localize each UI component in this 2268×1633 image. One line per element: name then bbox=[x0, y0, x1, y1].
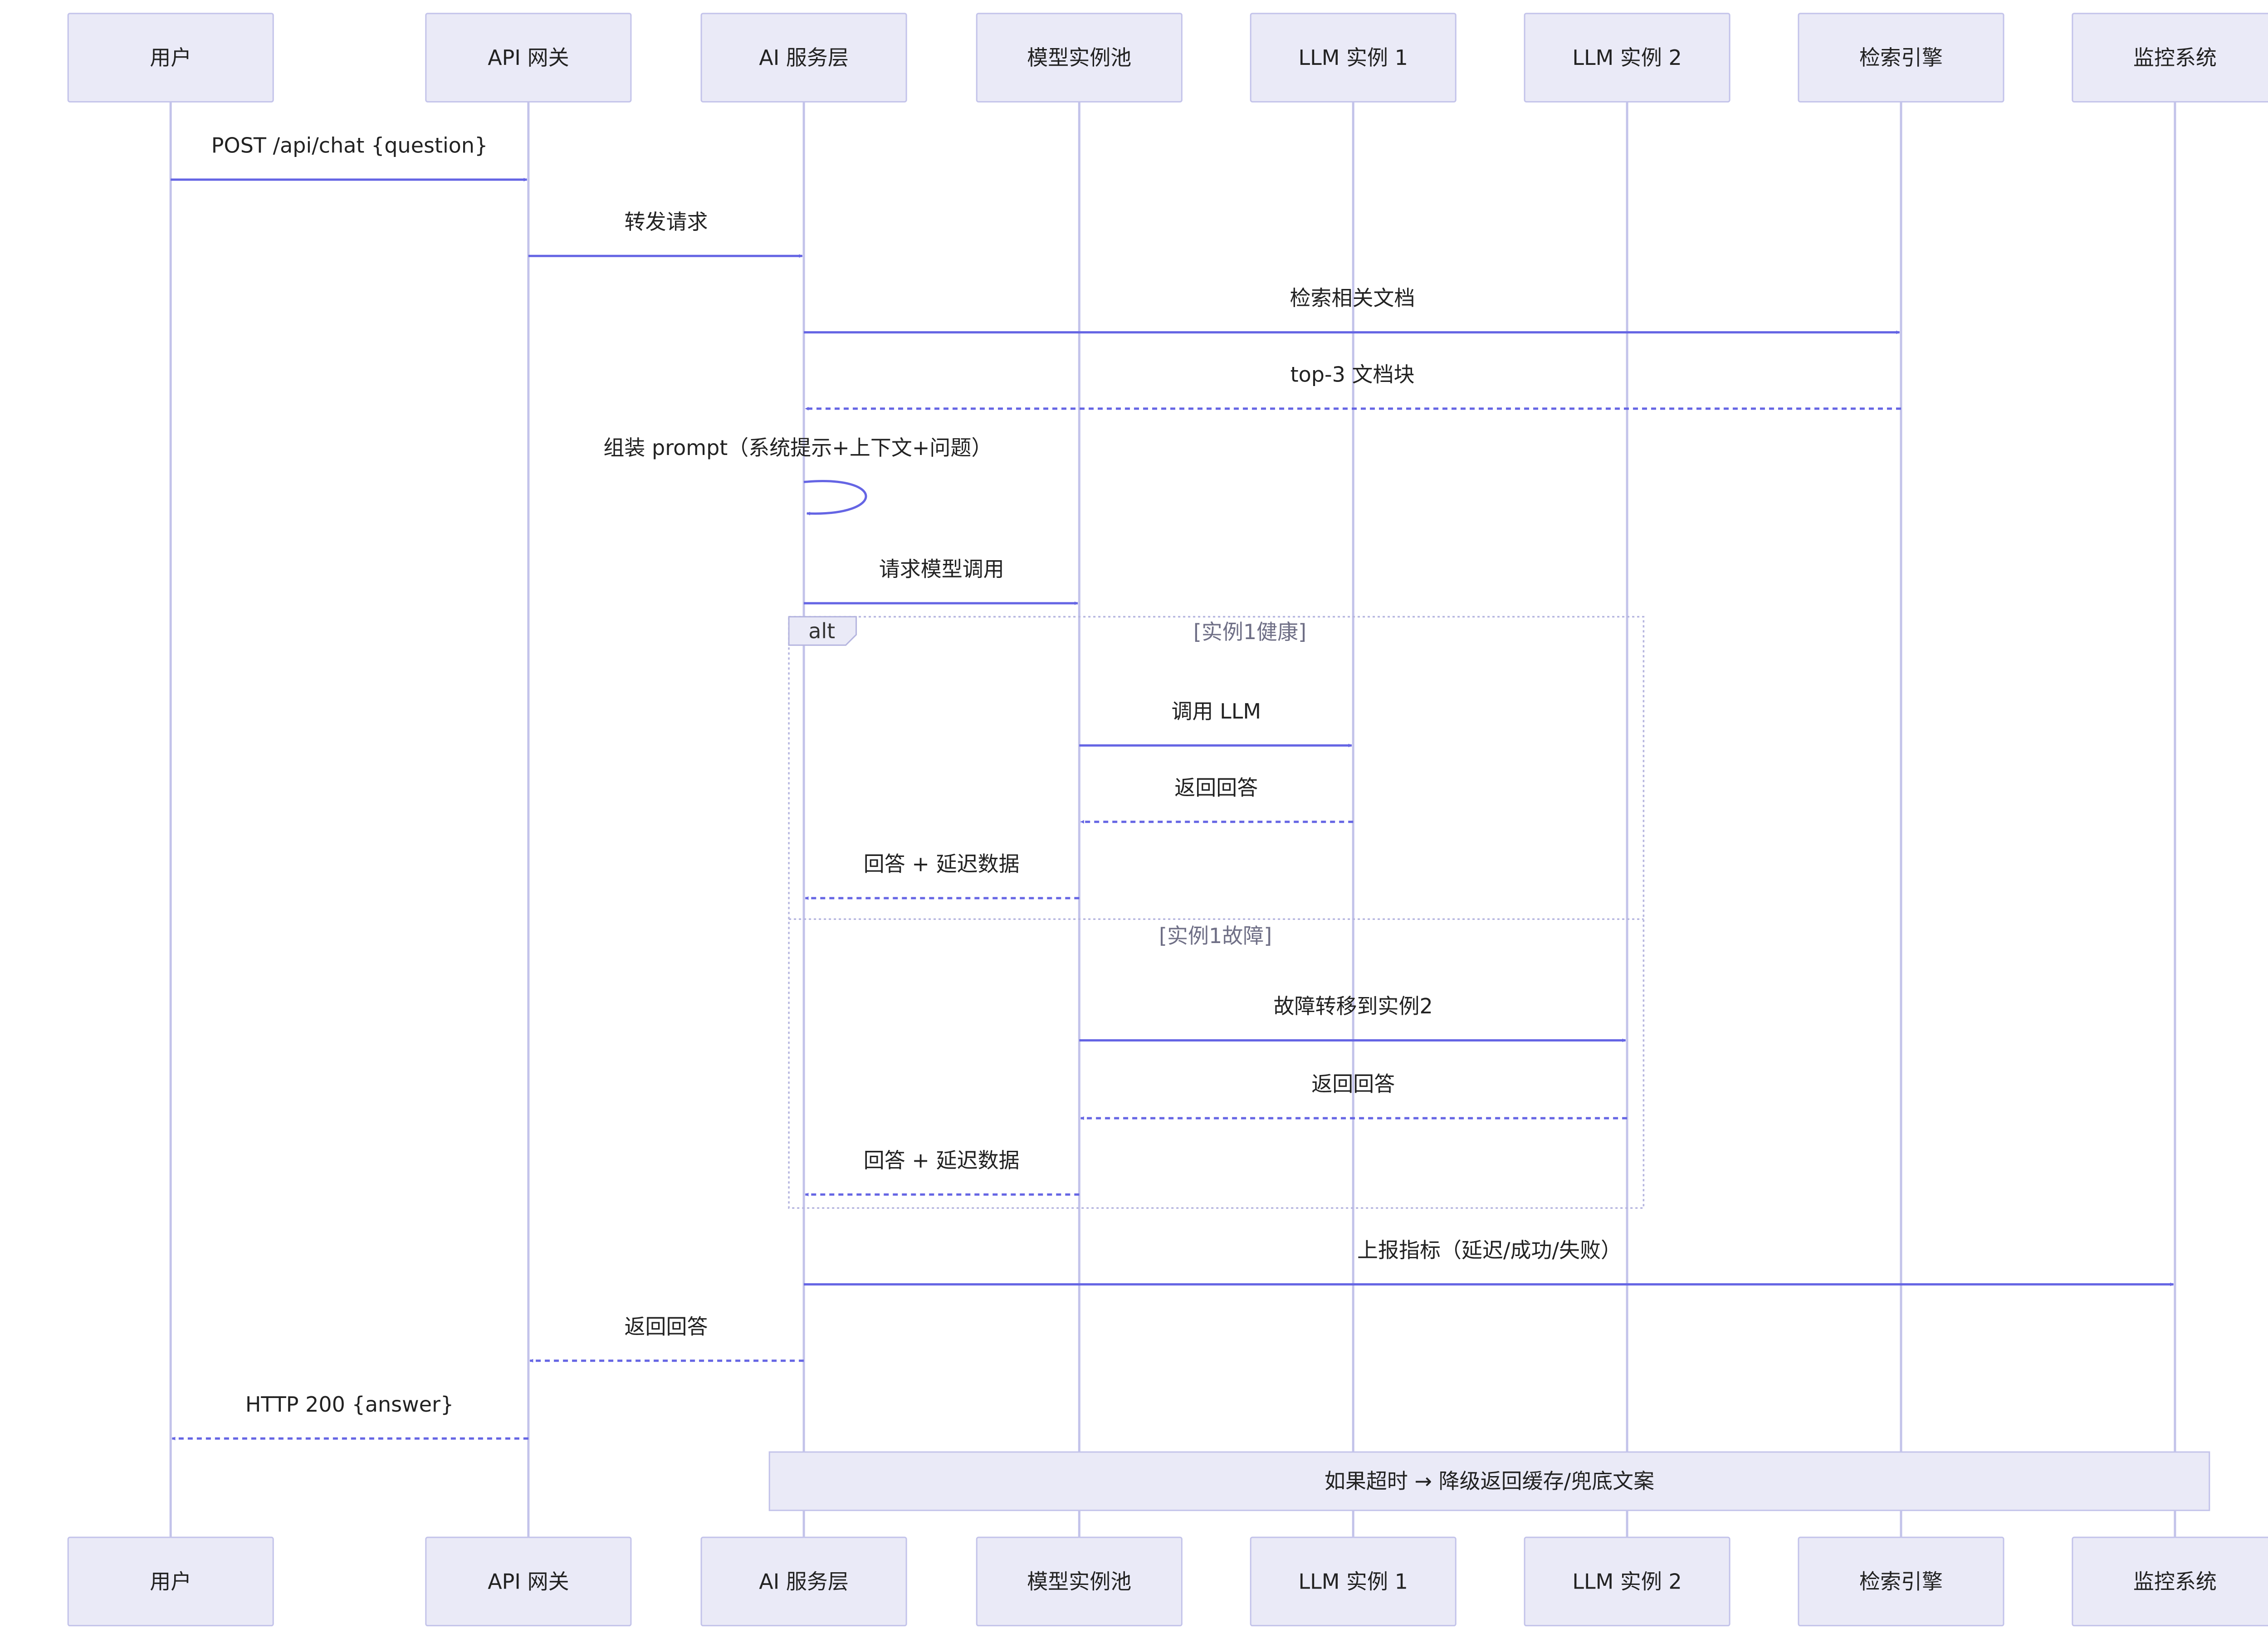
actor-user-bottom: 用户 bbox=[67, 1536, 274, 1627]
actor-box bbox=[1524, 13, 1730, 103]
message-12: 上报指标（延迟/成功/失败） bbox=[804, 1238, 2174, 1286]
actor-label: LLM 实例 2 bbox=[1572, 1569, 1681, 1594]
actor-user-top: 用户 bbox=[67, 13, 274, 103]
actor-label: AI 服务层 bbox=[759, 1569, 849, 1594]
message-0: POST /api/chat {question} bbox=[171, 133, 528, 181]
actor-label: LLM 实例 2 bbox=[1572, 45, 1681, 70]
alt-condition: [实例1故障] bbox=[1159, 924, 1272, 948]
message-label: 返回回答 bbox=[1174, 775, 1258, 800]
message-label: 故障转移到实例2 bbox=[1274, 994, 1433, 1018]
actor-label: 模型实例池 bbox=[1027, 45, 1131, 70]
message-6: 调用 LLM bbox=[1079, 699, 1352, 748]
actor-label: 监控系统 bbox=[2133, 45, 2217, 70]
note-layer: 如果超时 → 降级返回缓存/兜底文案 bbox=[768, 1451, 2210, 1511]
actor-pool-bottom: 模型实例池 bbox=[976, 1536, 1183, 1627]
actor-label: AI 服务层 bbox=[759, 45, 849, 70]
message-label: HTTP 200 {answer} bbox=[245, 1392, 454, 1417]
message-label: 回答 + 延迟数据 bbox=[864, 1148, 1020, 1173]
message-8: 回答 + 延迟数据 bbox=[805, 852, 1080, 900]
actor-box bbox=[425, 13, 632, 103]
actor-box bbox=[700, 1536, 907, 1627]
message-4: 组装 prompt（系统提示+上下文+问题） bbox=[603, 435, 992, 516]
message-14: HTTP 200 {answer} bbox=[171, 1392, 528, 1441]
actor-llm1-bottom: LLM 实例 1 bbox=[1250, 1536, 1457, 1627]
actor-llm1-top: LLM 实例 1 bbox=[1250, 13, 1457, 103]
actor-box bbox=[67, 1536, 274, 1627]
actor-label: 用户 bbox=[150, 1569, 191, 1594]
actor-label: API 网关 bbox=[488, 1569, 569, 1594]
actor-label: LLM 实例 1 bbox=[1298, 45, 1408, 70]
actor-box bbox=[976, 13, 1183, 103]
actor-monitor-top: 监控系统 bbox=[2072, 13, 2268, 103]
actor-box bbox=[1798, 1536, 2004, 1627]
alt-label: alt bbox=[808, 619, 835, 643]
actor-pool-top: 模型实例池 bbox=[976, 13, 1183, 103]
actor-search-bottom: 检索引擎 bbox=[1798, 1536, 2004, 1627]
message-13: 返回回答 bbox=[529, 1314, 804, 1363]
actor-label: 用户 bbox=[150, 45, 191, 70]
actor-ai-top: AI 服务层 bbox=[700, 13, 907, 103]
actor-box bbox=[1250, 13, 1457, 103]
message-label: top-3 文档块 bbox=[1290, 362, 1415, 387]
actor-box bbox=[976, 1536, 1183, 1627]
actor-gateway-top: API 网关 bbox=[425, 13, 632, 103]
actor-box bbox=[1524, 1536, 1730, 1627]
note-box bbox=[768, 1451, 2210, 1511]
self-message-arrow bbox=[803, 480, 867, 516]
message-9: 故障转移到实例2 bbox=[1079, 994, 1626, 1042]
alt-frame: alt [实例1健康] [实例1故障] bbox=[788, 616, 1645, 1209]
message-label: 返回回答 bbox=[1311, 1072, 1395, 1096]
actor-label: 模型实例池 bbox=[1027, 1569, 1131, 1594]
actor-llm2-bottom: LLM 实例 2 bbox=[1524, 1536, 1730, 1627]
message-label: 请求模型调用 bbox=[879, 557, 1004, 582]
message-1: 转发请求 bbox=[528, 210, 803, 258]
note-text: 如果超时 → 降级返回缓存/兜底文案 bbox=[1325, 1469, 1654, 1493]
actor-box bbox=[1250, 1536, 1457, 1627]
actor-box bbox=[2072, 13, 2268, 103]
actor-box bbox=[425, 1536, 632, 1627]
message-7: 返回回答 bbox=[1080, 775, 1354, 824]
lifelines bbox=[169, 102, 2176, 1538]
message-label: 调用 LLM bbox=[1171, 699, 1261, 724]
message-10: 返回回答 bbox=[1080, 1072, 1628, 1120]
alt-frame-border bbox=[788, 616, 1645, 1209]
message-label: 转发请求 bbox=[625, 210, 708, 234]
actor-label: 监控系统 bbox=[2133, 1569, 2217, 1594]
actor-box bbox=[1798, 13, 2004, 103]
message-label: 上报指标（延迟/成功/失败） bbox=[1357, 1238, 1622, 1262]
message-label: 检索相关文档 bbox=[1290, 286, 1415, 310]
actor-gateway-bottom: API 网关 bbox=[425, 1536, 632, 1627]
actor-label: 检索引擎 bbox=[1859, 45, 1943, 70]
message-label: 回答 + 延迟数据 bbox=[864, 852, 1020, 876]
actor-label: 检索引擎 bbox=[1859, 1569, 1943, 1594]
actor-box bbox=[2072, 1536, 2268, 1627]
actor-llm2-top: LLM 实例 2 bbox=[1524, 13, 1730, 103]
message-11: 回答 + 延迟数据 bbox=[805, 1148, 1080, 1197]
alt-tab bbox=[788, 616, 857, 646]
actor-ai-bottom: AI 服务层 bbox=[700, 1536, 907, 1627]
message-label: 组装 prompt（系统提示+上下文+问题） bbox=[603, 435, 992, 460]
actor-search-top: 检索引擎 bbox=[1798, 13, 2004, 103]
actor-monitor-bottom: 监控系统 bbox=[2072, 1536, 2268, 1627]
message-2: 检索相关文档 bbox=[804, 286, 1900, 334]
actor-box bbox=[67, 13, 274, 103]
message-3: top-3 文档块 bbox=[805, 362, 1901, 411]
message-label: POST /api/chat {question} bbox=[211, 133, 488, 158]
alt-condition: [实例1健康] bbox=[1193, 620, 1306, 644]
actor-label: LLM 实例 1 bbox=[1298, 1569, 1408, 1594]
actor-box bbox=[700, 13, 907, 103]
message-5: 请求模型调用 bbox=[804, 557, 1078, 605]
actor-label: API 网关 bbox=[488, 45, 569, 70]
message-label: 返回回答 bbox=[625, 1314, 708, 1339]
